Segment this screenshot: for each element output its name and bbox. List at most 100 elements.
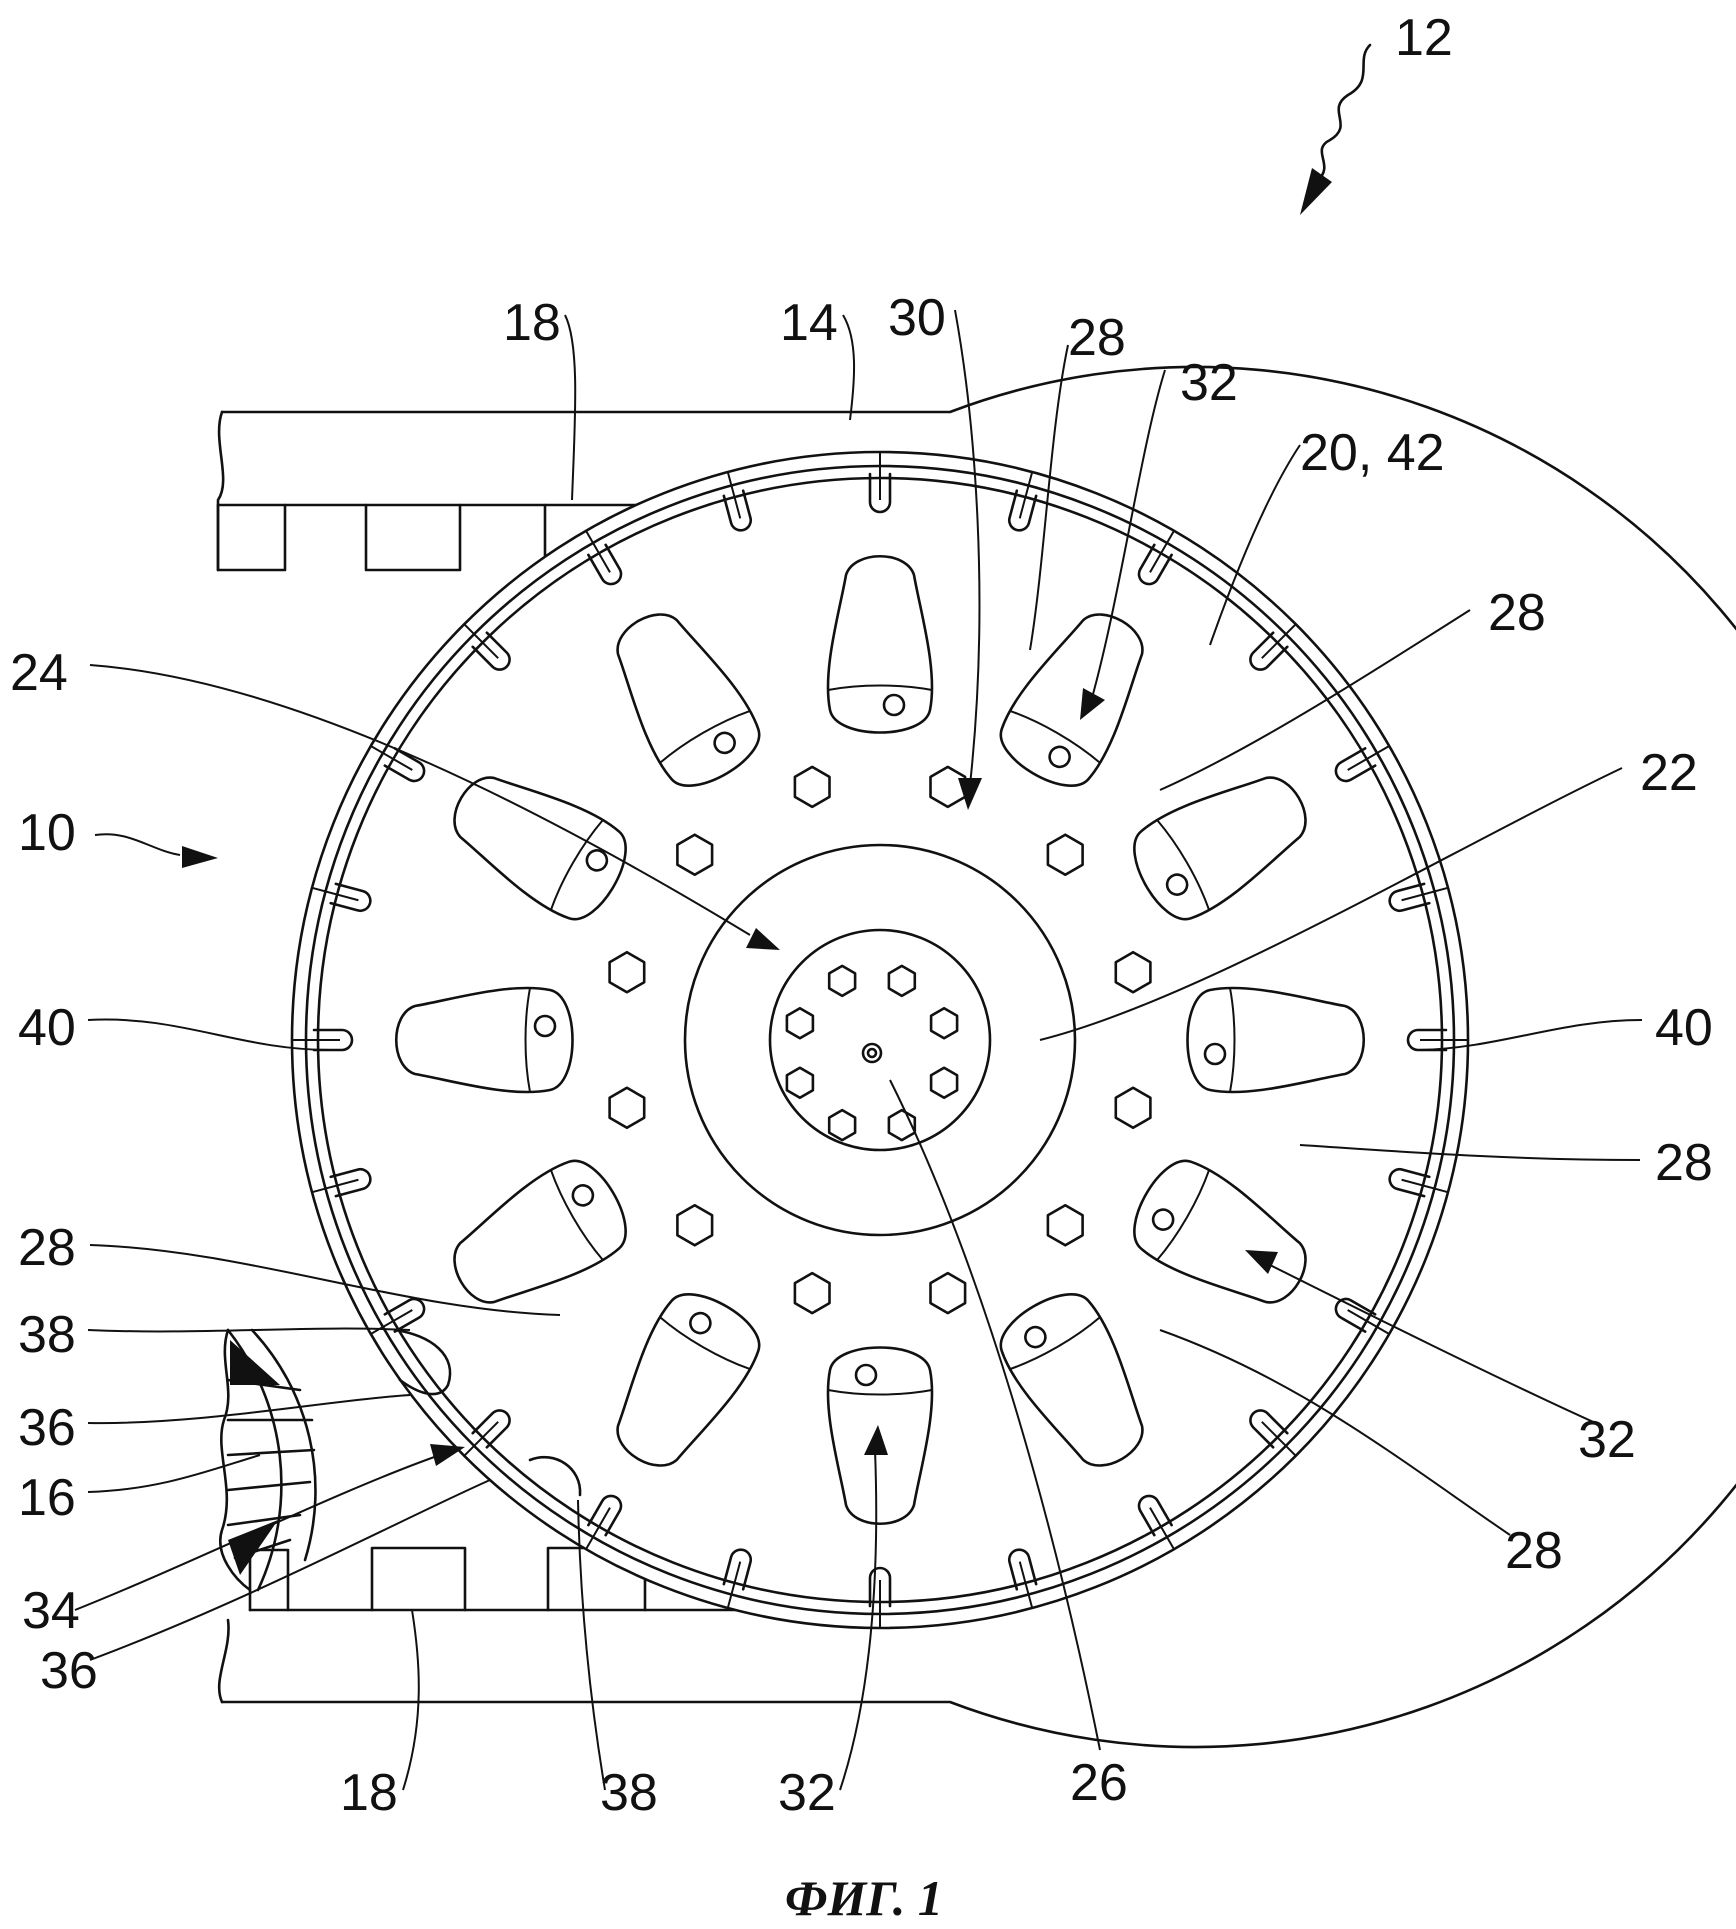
rim-notch xyxy=(1388,882,1449,913)
pocket-divider xyxy=(1009,709,1101,764)
notch-slot xyxy=(312,1028,354,1052)
wheel-20 xyxy=(290,450,1470,1630)
pocket-divider xyxy=(1156,1169,1211,1261)
center-axis-26 xyxy=(861,1042,883,1064)
hex-bolt xyxy=(676,833,714,876)
rim-notch xyxy=(1249,623,1297,671)
pocket-divider xyxy=(1156,819,1211,911)
notch-line xyxy=(311,1178,359,1194)
notch-line xyxy=(370,745,413,771)
hub-hex-bolt xyxy=(887,1108,917,1142)
notch-slot xyxy=(1007,1548,1038,1591)
rim-notch xyxy=(292,1028,354,1052)
hex-bolt xyxy=(929,765,967,809)
hub-hex-bolt xyxy=(827,964,857,998)
label-36-left: 36 xyxy=(18,1399,76,1457)
notch-slot xyxy=(1137,543,1173,586)
guide-track-outline xyxy=(220,365,1736,1749)
rim-notch xyxy=(463,1409,511,1457)
rim-notch xyxy=(1249,1409,1297,1457)
rim-notch xyxy=(463,623,511,671)
label-40-left: 40 xyxy=(18,999,76,1057)
rim-notch xyxy=(1406,1028,1468,1052)
notch-slot xyxy=(868,472,892,514)
rim-notch xyxy=(722,471,753,532)
notch-line xyxy=(1347,745,1390,771)
notch-line xyxy=(1149,530,1175,573)
hex-bolt xyxy=(793,765,831,809)
hex-bolt xyxy=(608,950,646,994)
leader-lines xyxy=(74,43,1643,1791)
pocket-pin xyxy=(1024,1325,1047,1349)
hub-hex-bolt xyxy=(887,964,917,998)
label-24: 24 xyxy=(10,644,68,702)
notch-line xyxy=(1018,471,1034,519)
rim-notch xyxy=(585,1494,623,1550)
notch-slot xyxy=(1249,631,1289,671)
label-32-top: 32 xyxy=(1180,354,1238,412)
label-28-lower-right: 28 xyxy=(1505,1522,1563,1580)
notch-slot xyxy=(1406,1028,1448,1052)
hub-hex-bolt xyxy=(827,1108,857,1142)
pocket-outline xyxy=(826,555,934,734)
notch-line xyxy=(726,1561,742,1609)
pocket xyxy=(453,1159,627,1304)
rim-notch xyxy=(370,745,426,783)
hex-bolt xyxy=(929,1271,967,1315)
pocket xyxy=(1186,986,1365,1094)
pocket-pin xyxy=(854,1363,878,1387)
notch-line xyxy=(463,623,499,659)
hub-24 xyxy=(768,928,992,1152)
pocket-outline xyxy=(1133,776,1307,921)
notch-slot xyxy=(383,1297,426,1333)
notch-line xyxy=(1401,886,1449,902)
label-38-bottom: 38 xyxy=(600,1764,658,1822)
rim-notch xyxy=(1137,530,1175,586)
rim-notch xyxy=(868,452,892,514)
hex-bolt xyxy=(1114,1086,1152,1130)
notch-line xyxy=(1261,623,1297,659)
pocket-outline xyxy=(453,1159,627,1304)
pocket-divider xyxy=(827,684,933,691)
pocket xyxy=(999,1293,1144,1467)
figure-caption: ФИГ. 1 xyxy=(785,1870,943,1926)
container-38-upper xyxy=(393,1328,452,1396)
notch-slot xyxy=(587,1494,623,1537)
reference-labels: 12 18 14 30 28 32 20, 42 28 24 22 10 40 … xyxy=(10,9,1713,1822)
label-26: 26 xyxy=(1070,1754,1128,1812)
lower-teeth xyxy=(248,1546,647,1612)
label-18-top: 18 xyxy=(503,294,561,352)
notch-slot xyxy=(1249,1409,1289,1449)
pocket-pin xyxy=(882,693,906,717)
pocket-outline xyxy=(453,776,627,921)
notch-line xyxy=(1347,1309,1390,1335)
pocket-outline xyxy=(1133,1159,1307,1304)
rim-notch xyxy=(1334,745,1390,783)
label-28-right-top: 28 xyxy=(1488,584,1546,642)
pocket xyxy=(395,986,574,1094)
notch-slot xyxy=(1137,1494,1173,1537)
rim-notch xyxy=(1334,1297,1390,1335)
pocket-divider xyxy=(1229,987,1236,1093)
notch-line xyxy=(463,1421,499,1457)
hex-bolt xyxy=(676,1204,714,1247)
transfer-star-16 xyxy=(219,1328,317,1592)
hub-hex-bolt xyxy=(785,1066,815,1100)
label-12: 12 xyxy=(1395,9,1453,67)
pockets xyxy=(395,555,1365,1525)
pocket-outline xyxy=(1186,986,1365,1094)
notch-slot xyxy=(587,543,623,586)
hex-bolt xyxy=(1046,1204,1084,1247)
notch-slot xyxy=(722,1548,753,1591)
hex-bolt xyxy=(608,1086,646,1130)
notch-slot xyxy=(1334,747,1377,783)
pocket-outline xyxy=(616,1293,761,1467)
notch-slot xyxy=(1388,1167,1431,1198)
label-22: 22 xyxy=(1640,744,1698,802)
pocket-outline xyxy=(999,1293,1144,1467)
pocket-divider xyxy=(659,709,751,764)
label-34: 34 xyxy=(22,1582,80,1640)
pocket xyxy=(1133,1159,1307,1304)
label-28-top: 28 xyxy=(1068,309,1126,367)
notch-slot xyxy=(1388,882,1431,913)
